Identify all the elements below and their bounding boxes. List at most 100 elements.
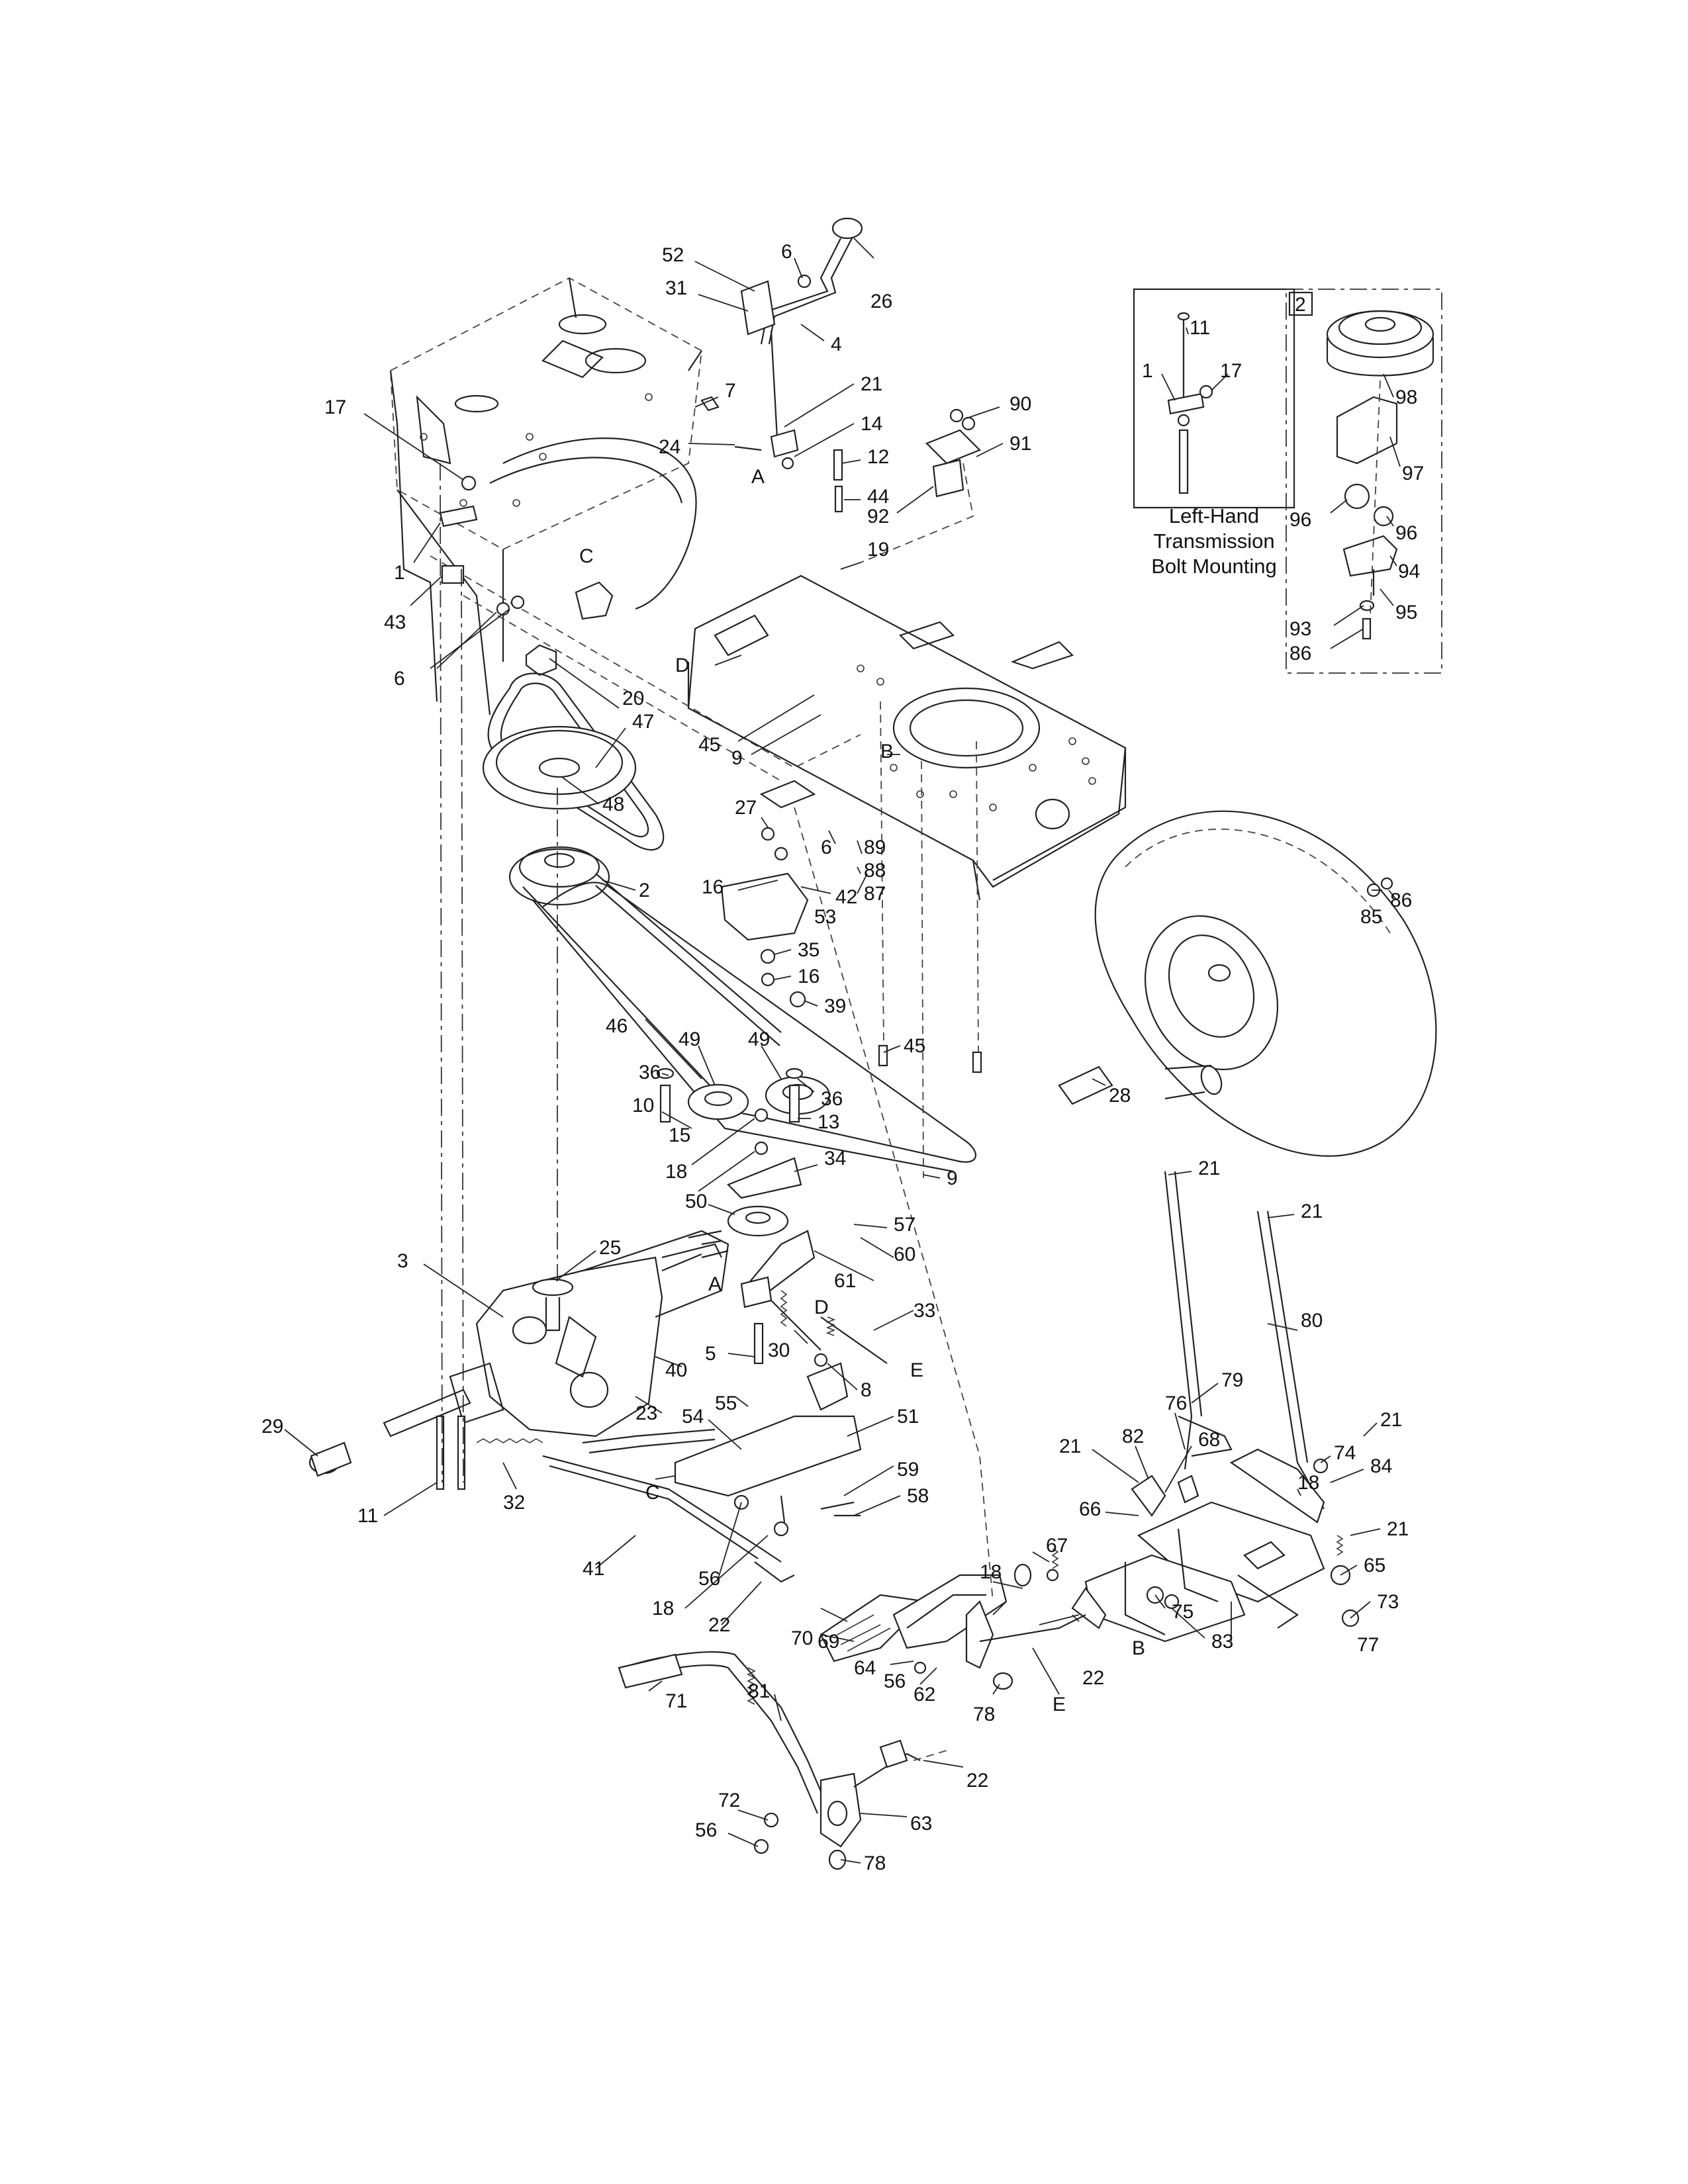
callout-label: 82 — [1122, 1426, 1144, 1447]
callout-label: 59 — [897, 1459, 919, 1480]
callout-label: 57 — [894, 1214, 915, 1236]
callout-label: 78 — [864, 1852, 886, 1874]
callout-label: 74 — [1334, 1442, 1356, 1464]
callout-label: 88 — [864, 860, 886, 882]
callout-label: 22 — [1082, 1667, 1104, 1689]
callout-label: 52 — [662, 244, 684, 266]
callout-label: 21 — [861, 373, 882, 395]
callout-label: 72 — [718, 1790, 740, 1811]
callout-label: 75 — [1172, 1601, 1194, 1623]
callout-label: 3 — [397, 1250, 408, 1272]
callout-label: 56 — [698, 1568, 720, 1590]
callout-label: 45 — [904, 1035, 925, 1057]
callout-label: C — [645, 1482, 660, 1504]
callout-label: 21 — [1387, 1518, 1409, 1540]
callout-label: 39 — [824, 995, 846, 1017]
callout-label: 1 — [394, 562, 405, 584]
callout-label: 6 — [394, 668, 405, 690]
callout-label: 76 — [1165, 1392, 1187, 1414]
callout-label: 64 — [854, 1657, 876, 1679]
callout-label: 92 — [867, 506, 889, 527]
callout-label: 94 — [1398, 561, 1420, 582]
callout-label: 68 — [1198, 1429, 1220, 1451]
callout-label: 32 — [503, 1492, 525, 1514]
callout-label: 15 — [669, 1124, 690, 1146]
callout-label: 33 — [914, 1300, 935, 1322]
callout-label: 63 — [910, 1813, 932, 1835]
callout-label: 58 — [907, 1485, 929, 1507]
callout-label: 21 — [1301, 1201, 1323, 1222]
callout-label: 60 — [894, 1244, 915, 1265]
callout-label: 1 — [1142, 360, 1153, 382]
callout-label: 84 — [1370, 1455, 1392, 1477]
chassis-frame — [389, 277, 1127, 901]
callout-label: 87 — [864, 883, 886, 905]
callout-label: 95 — [1395, 602, 1417, 623]
callout-label: 4 — [831, 334, 842, 355]
inset-labels: 11 1 17 Left-Hand Transmission Bolt Moun… — [1142, 294, 1424, 664]
inset-caption-line: Transmission — [1153, 529, 1274, 553]
callout-label: 49 — [679, 1028, 700, 1050]
callout-label: D — [675, 655, 690, 676]
callout-label: 65 — [1364, 1555, 1385, 1576]
callout-label: E — [910, 1359, 923, 1381]
callout-label: 78 — [973, 1704, 995, 1725]
callout-label: 11 — [357, 1505, 378, 1527]
callout-label: 62 — [914, 1684, 935, 1706]
callout-label: 66 — [1079, 1498, 1101, 1520]
callout-label: 73 — [1377, 1591, 1399, 1613]
callout-label: 6 — [781, 241, 792, 263]
callout-label: 83 — [1211, 1631, 1233, 1653]
engine-pulley-belts — [482, 644, 982, 1199]
rear-wheel — [1058, 810, 1437, 1157]
callout-label: 18 — [665, 1161, 687, 1183]
callout-label: 9 — [947, 1167, 958, 1189]
callout-label: B — [880, 741, 894, 762]
callout-label: 55 — [715, 1392, 737, 1414]
callout-label: 36 — [639, 1062, 661, 1083]
callout-label: 16 — [702, 876, 724, 898]
callout-label: 34 — [824, 1148, 846, 1169]
callout-label: A — [751, 466, 765, 488]
callout-label: 56 — [695, 1819, 717, 1841]
solenoid-assembly — [860, 408, 981, 563]
callout-label: 10 — [632, 1095, 654, 1116]
callout-label: 23 — [635, 1402, 657, 1424]
callout-label: 17 — [1220, 360, 1242, 382]
callout-label: 21 — [1059, 1435, 1081, 1457]
callout-label: 18 — [1297, 1472, 1319, 1494]
callout-label: 93 — [1289, 618, 1311, 640]
callout-label: 69 — [818, 1631, 839, 1653]
callout-label: 79 — [1221, 1369, 1243, 1391]
callout-label: 56 — [884, 1670, 906, 1692]
callout-label: 24 — [659, 436, 680, 458]
callout-label: 13 — [818, 1111, 839, 1133]
callout-label: 36 — [821, 1088, 843, 1110]
callout-label: 21 — [1198, 1158, 1220, 1179]
callout-label: 45 — [698, 734, 720, 756]
callout-label: B — [1132, 1637, 1145, 1659]
callout-label: C — [579, 545, 594, 567]
main-labels: 6 26 52 31 4 21 7 14 24 A 90 91 12 44 92… — [261, 241, 1412, 1874]
callout-label: 43 — [384, 612, 406, 633]
callout-label: 96 — [1289, 509, 1311, 531]
callout-label: 19 — [867, 539, 889, 561]
inset-caption-line: Left-Hand — [1169, 504, 1259, 527]
callout-label: 41 — [583, 1558, 604, 1580]
callout-label: D — [814, 1297, 829, 1318]
callout-label: 53 — [814, 906, 836, 928]
callout-label: 42 — [835, 886, 857, 908]
callout-label: 49 — [748, 1028, 770, 1050]
callout-label: 89 — [864, 837, 886, 858]
callout-label: 14 — [861, 413, 882, 435]
callout-label: 30 — [768, 1340, 790, 1361]
callout-label: E — [1053, 1694, 1066, 1715]
callout-label: 9 — [731, 747, 743, 769]
inset-pulley-2 — [1286, 289, 1442, 674]
callout-label: 22 — [966, 1770, 988, 1792]
callout-label: 70 — [791, 1627, 813, 1649]
callout-label: 47 — [632, 711, 654, 733]
inset-left-hand-transmission — [1133, 288, 1295, 509]
callout-label: 81 — [748, 1680, 770, 1702]
callout-label: 6 — [821, 837, 832, 858]
